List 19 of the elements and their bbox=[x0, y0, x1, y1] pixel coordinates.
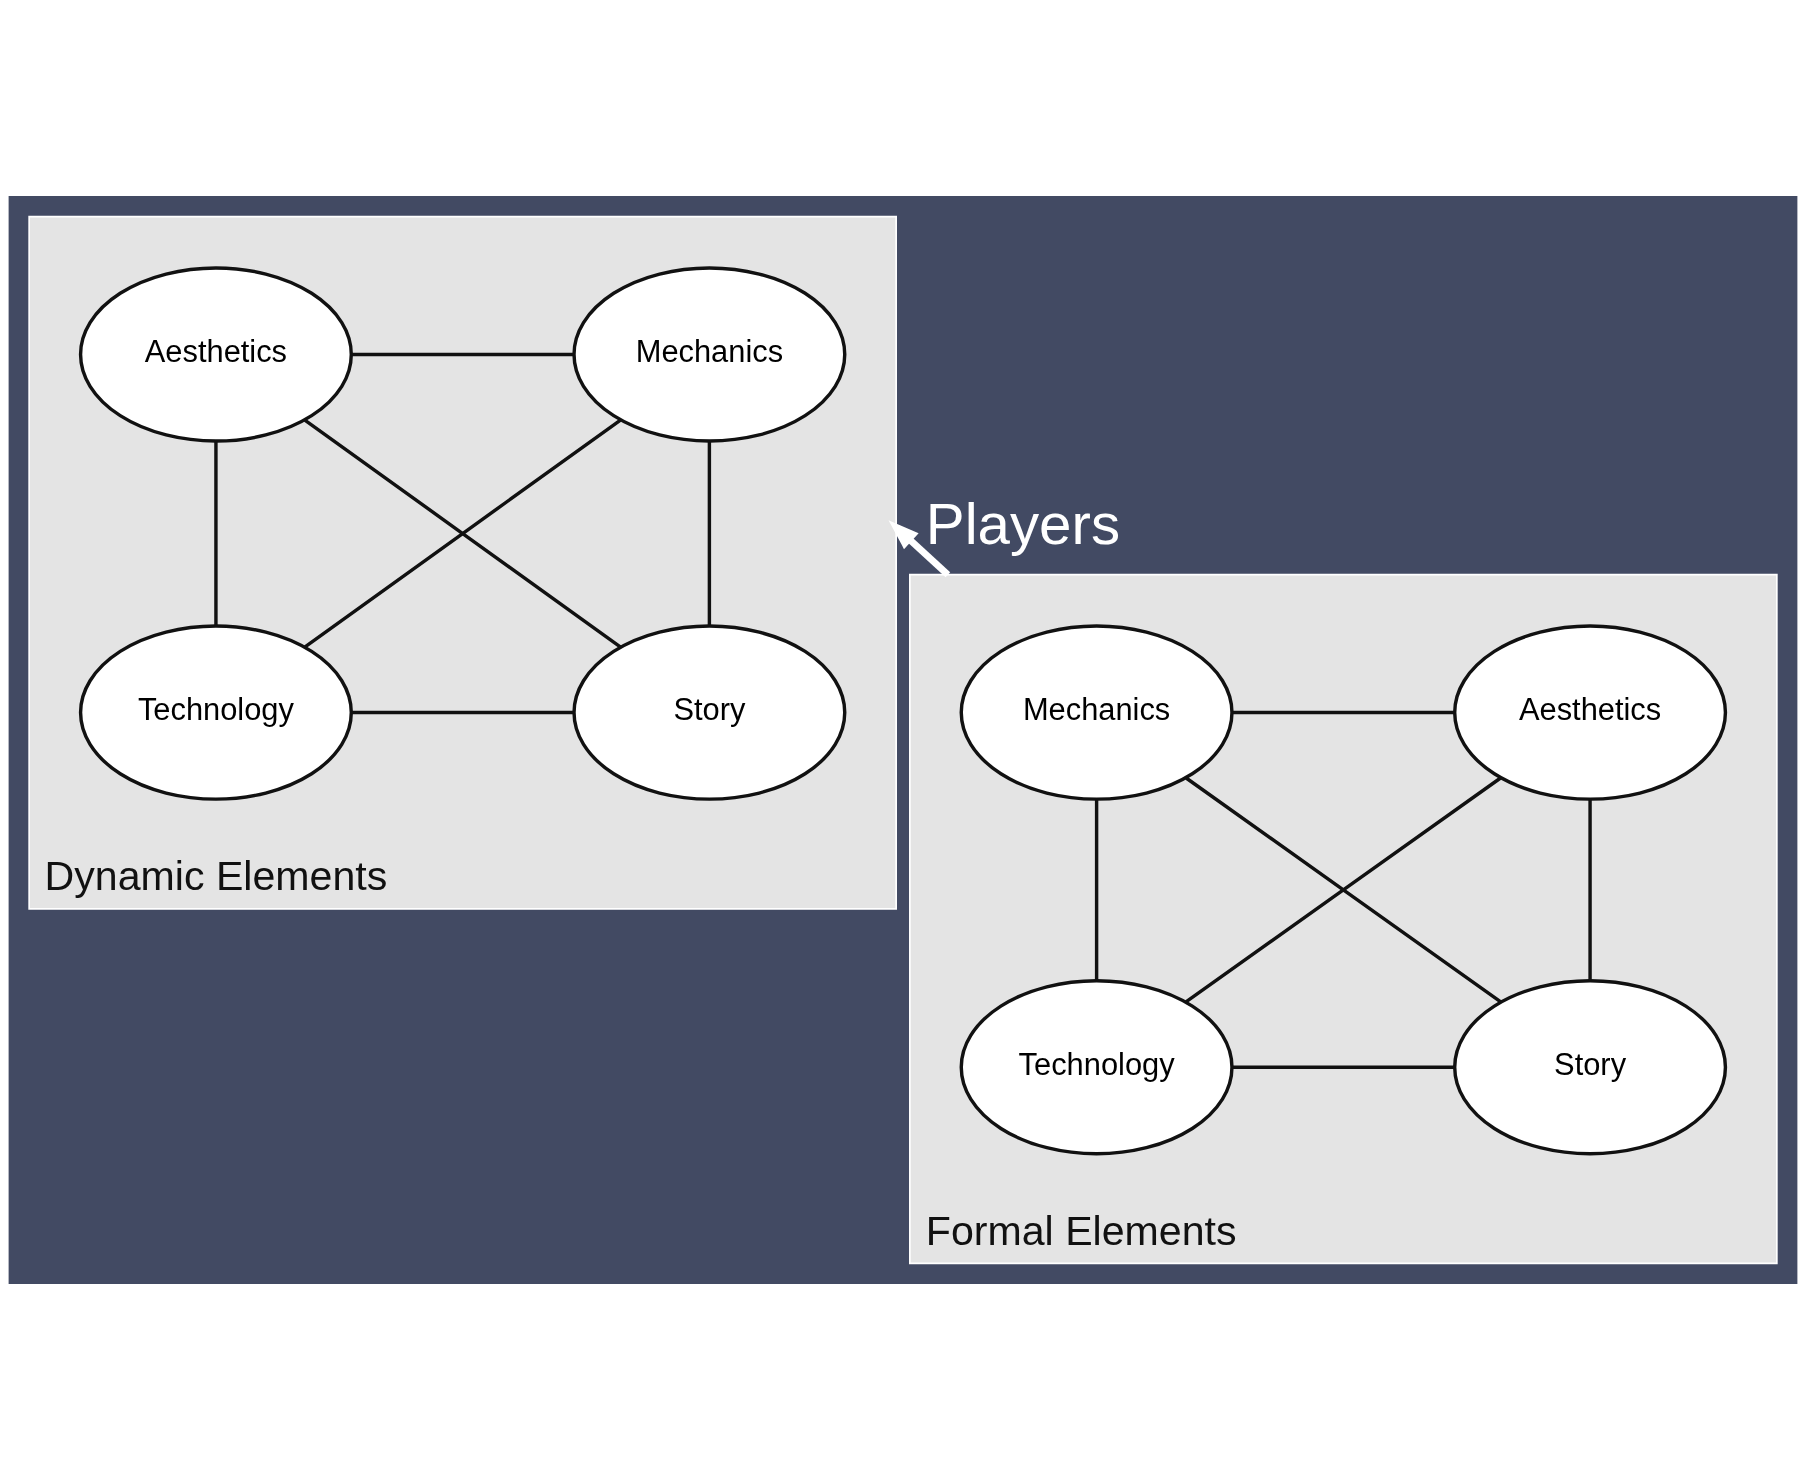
node-ellipse: Aesthetics bbox=[78, 266, 353, 443]
node-ellipse: Story bbox=[1453, 979, 1728, 1156]
connector bbox=[351, 352, 574, 357]
connector bbox=[351, 710, 574, 715]
arrow bbox=[888, 520, 951, 578]
node-ellipse: Technology bbox=[78, 624, 353, 801]
connector bbox=[303, 418, 622, 649]
node-ellipse: Aesthetics bbox=[1453, 624, 1728, 801]
node-ellipse: Mechanics bbox=[959, 624, 1234, 801]
node-ellipse: Technology bbox=[959, 979, 1234, 1156]
connector bbox=[1232, 710, 1455, 715]
connector bbox=[1232, 1065, 1455, 1069]
node-ellipse: Story bbox=[572, 624, 847, 801]
node-ellipse: Mechanics bbox=[572, 266, 847, 443]
connector bbox=[214, 441, 218, 626]
connector bbox=[1588, 799, 1592, 981]
connector bbox=[707, 441, 712, 626]
connector bbox=[1094, 799, 1099, 981]
edge-label: Players bbox=[925, 491, 1121, 557]
